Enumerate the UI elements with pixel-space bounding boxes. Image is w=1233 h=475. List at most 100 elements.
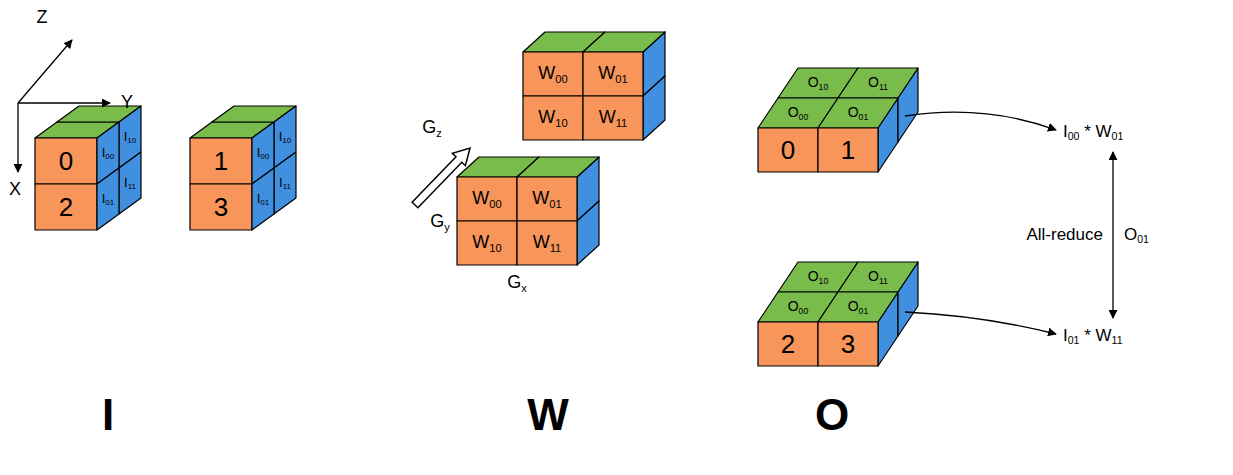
subscript: 00 (260, 152, 269, 161)
face-label: W11 (533, 233, 562, 253)
subscript: 11 (283, 182, 291, 191)
face-label: I10 (279, 130, 292, 144)
front-face: W10 (457, 221, 517, 265)
subscript: 11 (1112, 334, 1123, 346)
face-label: O10 (808, 269, 829, 284)
face-label: 1 (841, 136, 855, 165)
subscript: 00 (1068, 130, 1080, 142)
face-label: W10 (472, 233, 501, 253)
face-label: 2 (781, 330, 795, 359)
y-axis (18, 102, 110, 103)
axis-label: Y (121, 93, 133, 113)
leader-arrow (905, 312, 1056, 334)
subscript: y (444, 221, 450, 233)
axis-label: Gy (430, 212, 450, 232)
face-shape (583, 96, 643, 140)
face-label: O00 (788, 299, 809, 314)
face-label: 3 (841, 330, 855, 359)
face-label: O11 (868, 75, 888, 90)
subscript: 01 (859, 306, 869, 316)
subscript: 00 (799, 112, 809, 122)
face-label: W10 (538, 108, 567, 128)
axis-label: Gx (507, 273, 527, 293)
subscript: 11 (128, 182, 136, 191)
front-face: 1 (818, 128, 878, 172)
cube-face (583, 32, 665, 52)
face-shape (818, 292, 898, 322)
face-shape (758, 322, 818, 366)
face-shape (517, 221, 577, 265)
subscript: 00 (105, 152, 114, 161)
subscript: x (521, 282, 527, 294)
face-label: W11 (599, 108, 628, 128)
face-shape (523, 96, 583, 140)
top-face: O01 (818, 292, 898, 322)
face-shape (35, 184, 97, 230)
subscript: 01 (105, 198, 114, 207)
face-shape (119, 152, 141, 214)
subscript: 00 (489, 198, 501, 210)
face-shape (190, 138, 252, 184)
face-label: 0 (781, 136, 795, 165)
leader-arrow (905, 112, 1056, 130)
subscript: 11 (879, 82, 888, 92)
axis-label: X (9, 180, 21, 200)
subscript: 01 (1068, 334, 1080, 346)
face-label: O01 (848, 105, 869, 120)
face-shape (818, 322, 878, 366)
face-shape (97, 168, 119, 230)
subscript: 00 (555, 73, 567, 85)
front-face: W11 (583, 96, 643, 140)
face-label: W00 (472, 189, 501, 209)
subscript: 10 (819, 276, 829, 286)
face-shape (838, 262, 918, 292)
tensor-name: W (527, 391, 569, 439)
face-shape (35, 138, 97, 184)
side-face: I01 (252, 168, 274, 230)
annotation: All-reduce (1026, 226, 1103, 245)
front-face: 0 (758, 128, 818, 172)
subscript: 01 (1112, 130, 1124, 142)
top-face: O11 (838, 68, 918, 98)
face-shape (517, 177, 577, 221)
front-face: 3 (818, 322, 878, 366)
subscript: 01 (615, 73, 627, 85)
subscript: 01 (859, 112, 869, 122)
all-reduce-arrow (1112, 152, 1113, 318)
front-face: 2 (758, 322, 818, 366)
subscript: 11 (616, 117, 628, 129)
front-face: 3 (190, 184, 252, 230)
face-label: I01 (102, 192, 115, 206)
axis-label: Gz (422, 118, 442, 138)
axis-label: Z (37, 8, 48, 28)
front-face: W00 (457, 177, 517, 221)
top-face: O11 (838, 262, 918, 292)
front-face: W01 (583, 52, 643, 96)
annotation: O01 (1124, 226, 1149, 245)
subscript: 11 (550, 242, 562, 254)
face-shape (457, 177, 517, 221)
face-label: I01 (257, 192, 270, 206)
face-shape (252, 168, 274, 230)
face-label: O11 (868, 269, 888, 284)
face-label: I11 (124, 176, 136, 190)
face-label: O10 (808, 75, 829, 90)
front-face: 0 (35, 138, 97, 184)
cube-face (643, 76, 665, 140)
subscript: 10 (819, 82, 829, 92)
face-shape (274, 152, 296, 214)
front-face: W00 (523, 52, 583, 96)
face-label: 2 (59, 193, 73, 222)
face-label: W01 (532, 189, 561, 209)
face-shape (758, 128, 818, 172)
face-label: 1 (214, 147, 228, 176)
annotation: I00 * W01 (1063, 123, 1123, 142)
cube-faces (35, 32, 918, 366)
face-label: 0 (59, 147, 73, 176)
side-face: I11 (274, 152, 296, 214)
face-label: O01 (848, 299, 869, 314)
face-shape (583, 52, 643, 96)
front-face: W10 (523, 96, 583, 140)
subscript: 10 (489, 242, 501, 254)
